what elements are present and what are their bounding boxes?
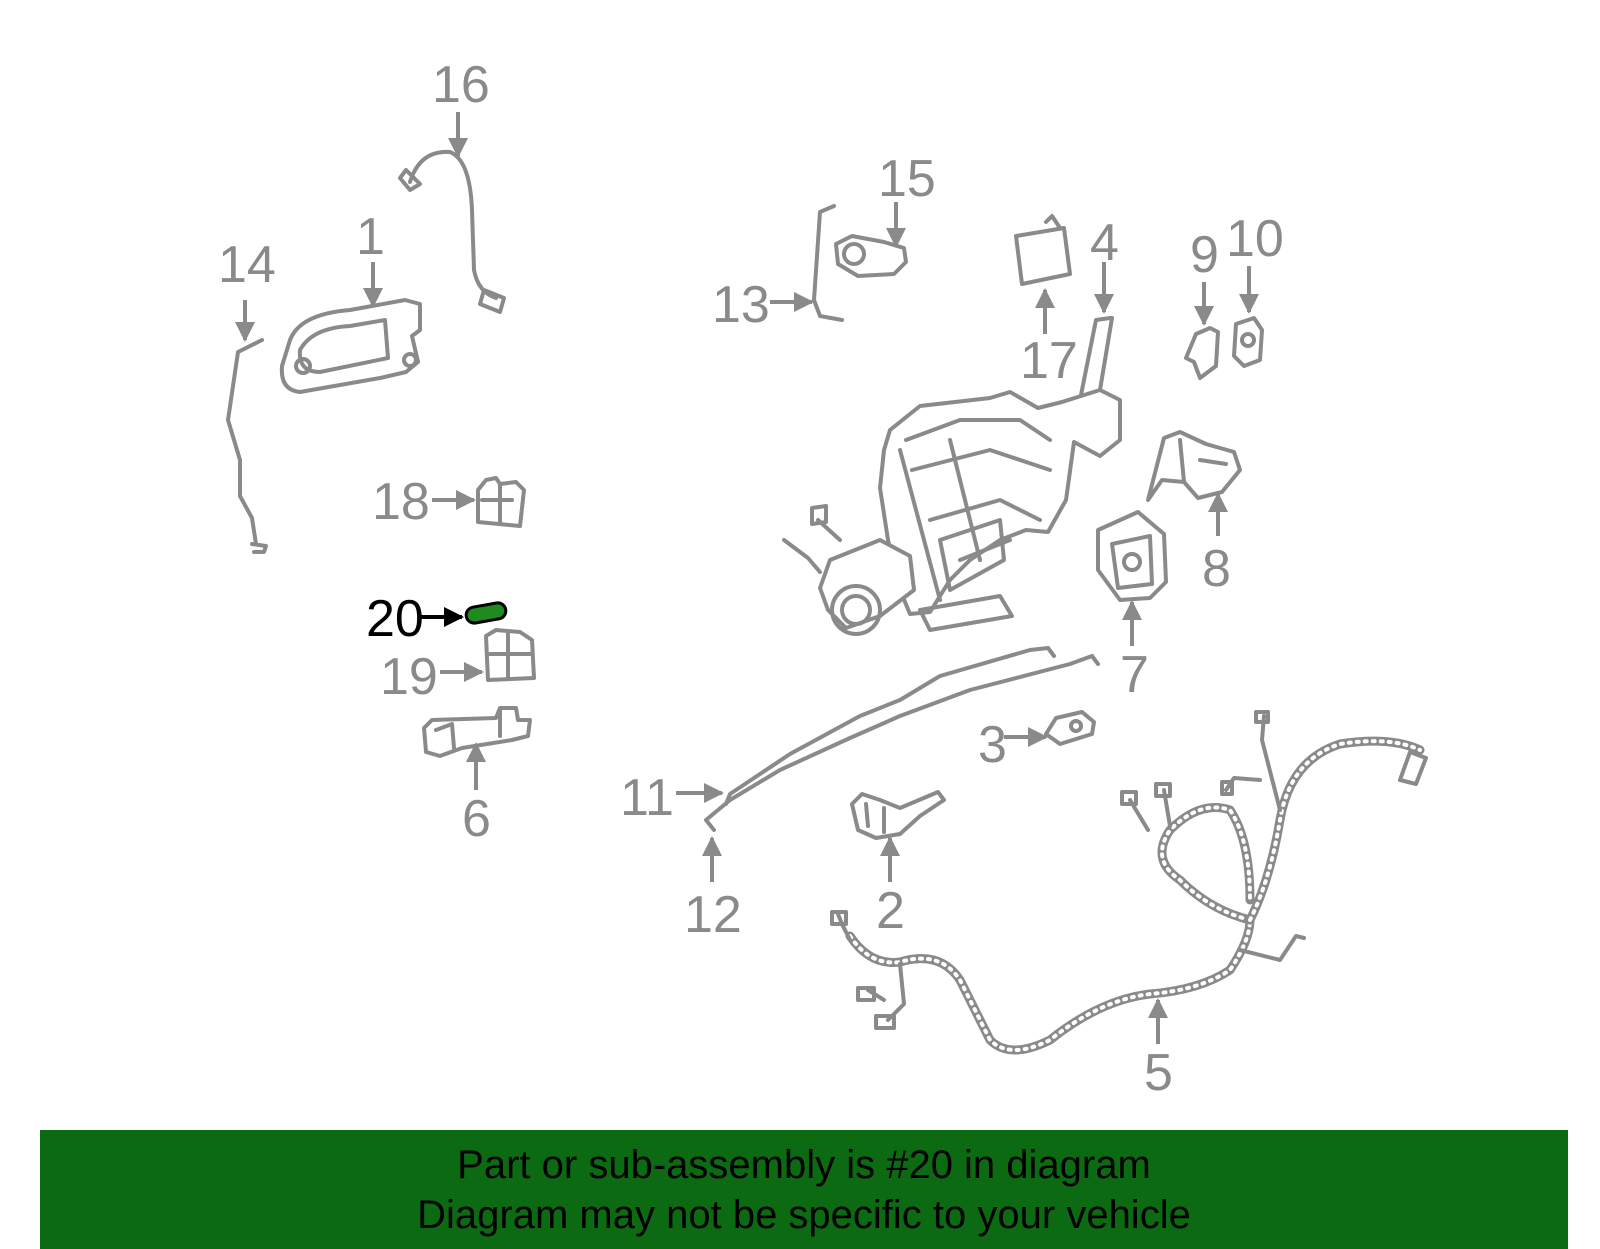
part-14-rod: [226, 338, 268, 554]
callout-12: 12: [684, 886, 742, 944]
callout-14: 14: [218, 236, 276, 294]
part-20-highlighted: [464, 601, 508, 625]
callout-1: 1: [356, 208, 385, 266]
callout-6: 6: [462, 790, 491, 848]
banner-line-1: Part or sub-assembly is #20 in diagram: [457, 1143, 1151, 1187]
part-9-switch: [1184, 326, 1220, 380]
callout-3: 3: [978, 716, 1007, 774]
callout-19: 19: [380, 648, 438, 706]
part-3-cap: [1044, 710, 1096, 746]
part-8-bracket: [1146, 430, 1242, 502]
part-1-handle: [279, 298, 422, 394]
callout-18: 18: [372, 473, 430, 531]
part-19-block: [484, 628, 536, 682]
callout-7: 7: [1120, 646, 1149, 704]
part-4-regulator: [782, 316, 1122, 636]
callout-16: 16: [432, 56, 490, 114]
part-5-harness: [830, 710, 1428, 1055]
callout-15: 15: [878, 150, 936, 208]
callout-9: 9: [1190, 226, 1219, 284]
part-2-inside-handle: [850, 790, 946, 840]
callout-8: 8: [1202, 540, 1231, 598]
part-17-module: [1014, 214, 1072, 286]
banner-line-2: Diagram may not be specific to your vehi…: [417, 1193, 1191, 1237]
callout-10: 10: [1226, 210, 1284, 268]
part-10-actuator: [1232, 316, 1264, 368]
part-7-latch: [1096, 510, 1168, 602]
part-18-bracket: [476, 476, 526, 528]
callout-5: 5: [1144, 1044, 1173, 1102]
callout-17: 17: [1020, 332, 1078, 390]
callout-2: 2: [876, 882, 905, 940]
part-16-cable: [398, 149, 506, 314]
part-6-hinge: [422, 706, 532, 758]
callout-4: 4: [1090, 214, 1119, 272]
callout-13: 13: [712, 276, 770, 334]
callout-20: 20: [366, 590, 424, 648]
callout-11: 11: [620, 769, 674, 827]
part-11-12-rods: [704, 646, 1100, 832]
info-banner: Part or sub-assembly is #20 in diagram D…: [40, 1130, 1568, 1249]
part-13-rod: [812, 204, 844, 322]
